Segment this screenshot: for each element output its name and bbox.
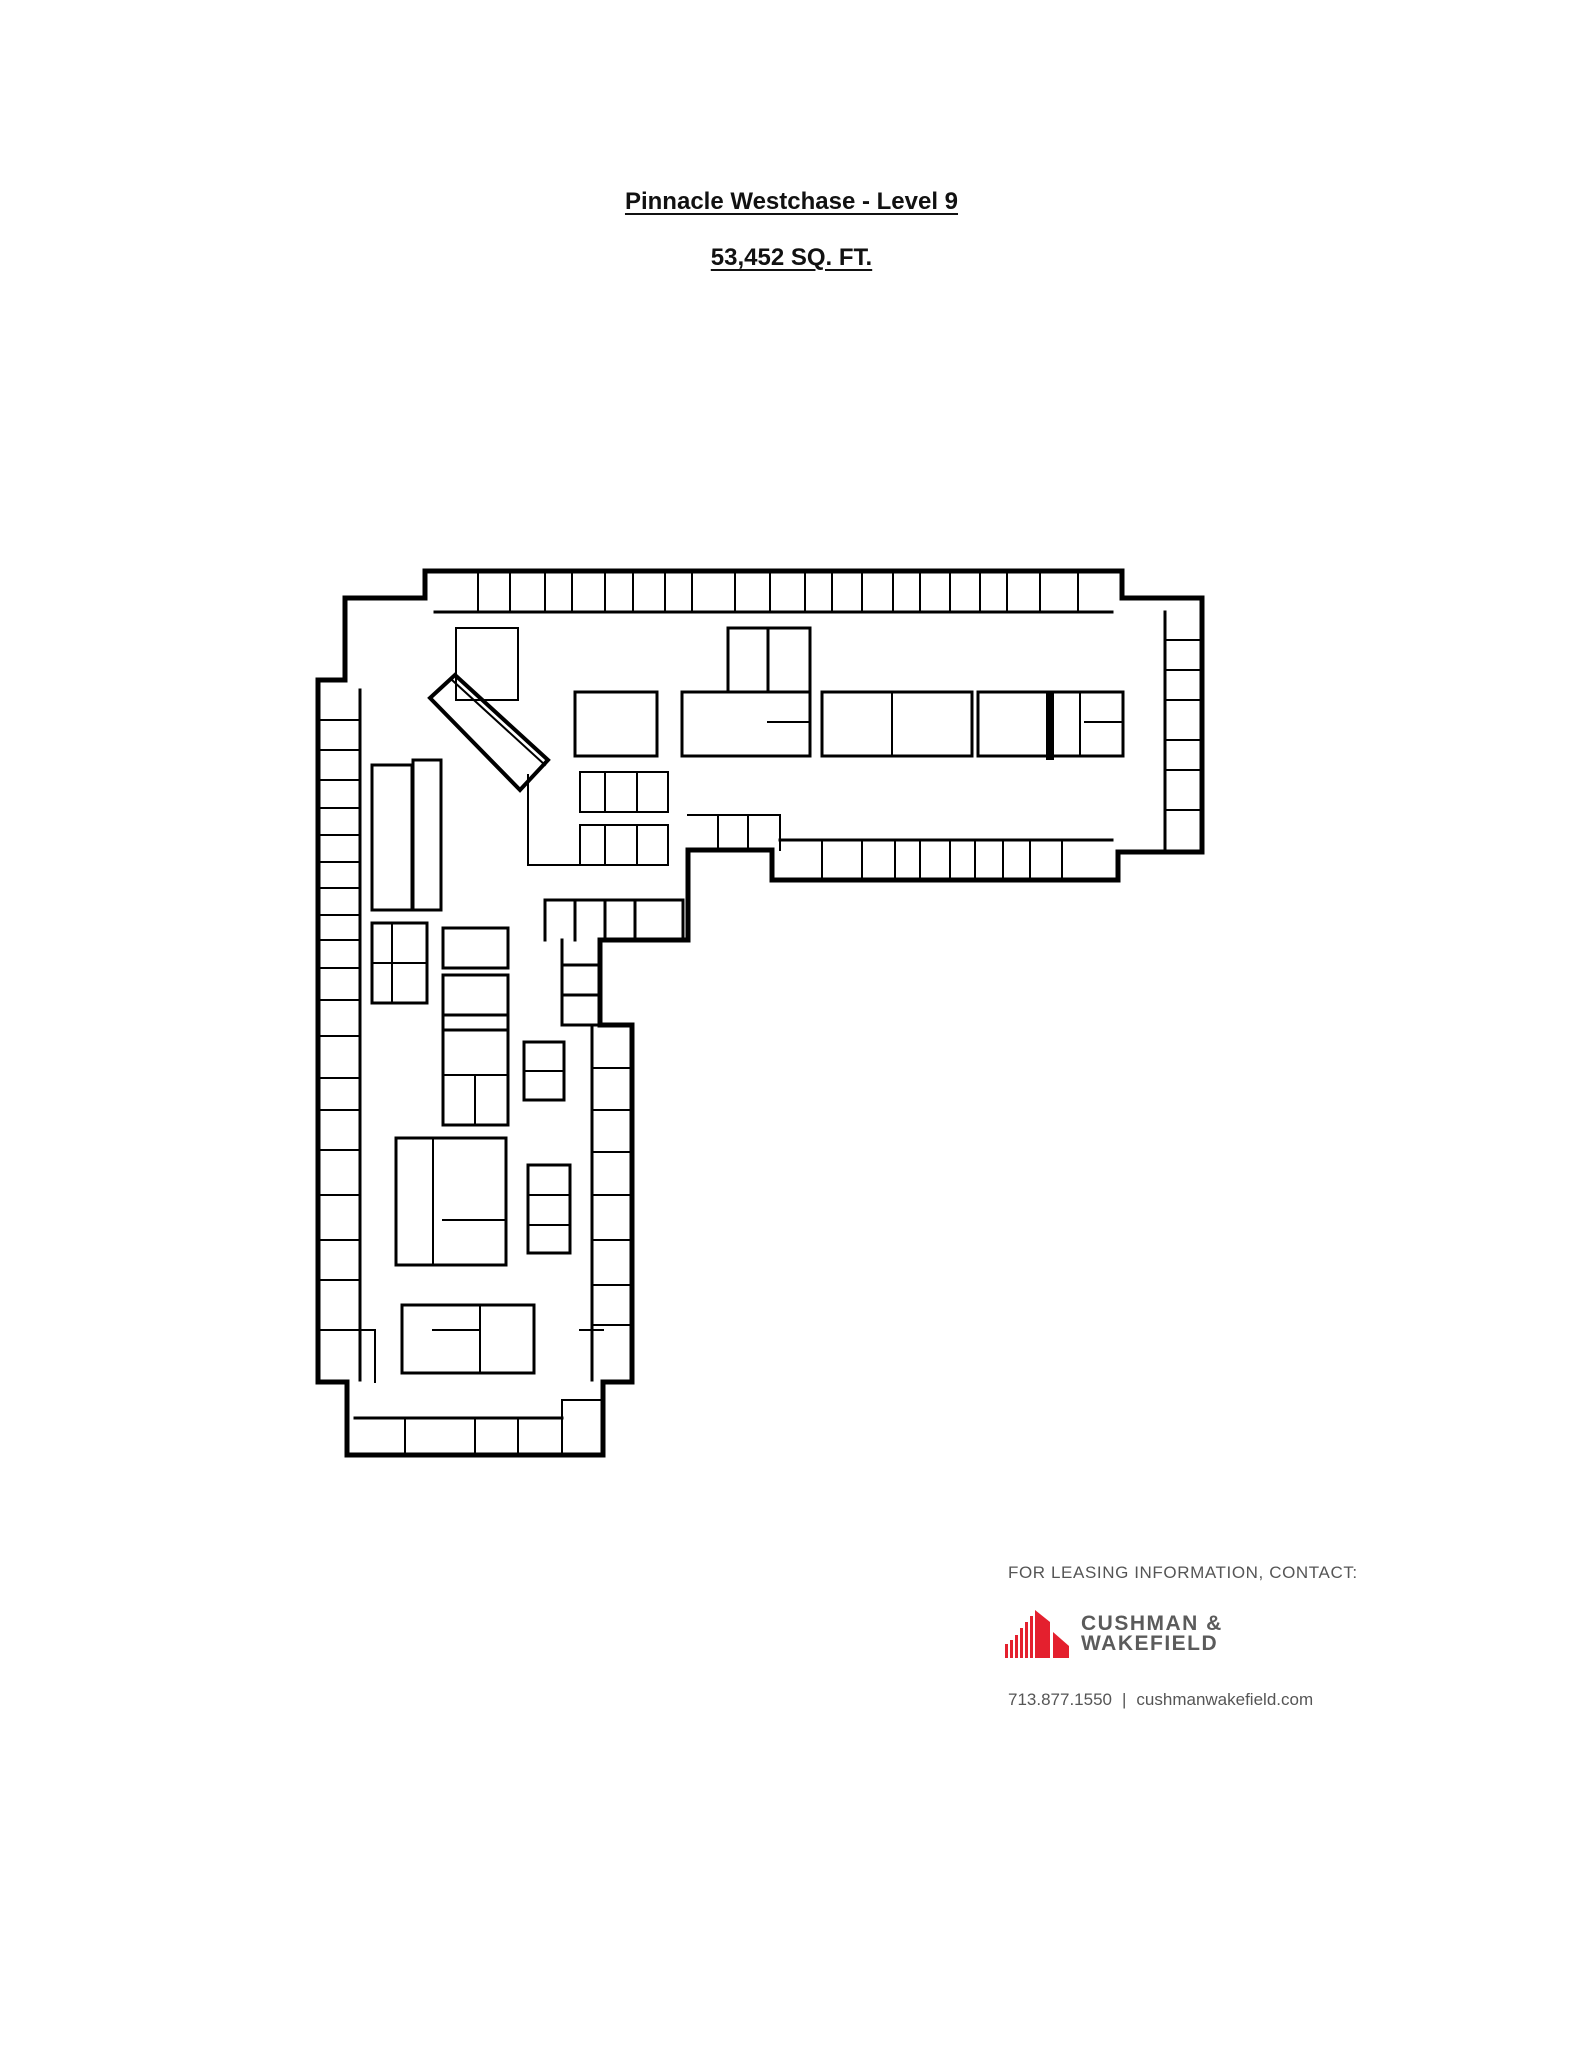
cushman-wakefield-logo: CUSHMAN & WAKEFIELD (1005, 1610, 1223, 1658)
page-title: Pinnacle Westchase - Level 9 (624, 188, 959, 215)
building-logo-icon (1005, 1610, 1069, 1658)
square-footage: 53,452 SQ. FT. (710, 244, 873, 271)
brand-line-1: CUSHMAN & (1081, 1612, 1223, 1635)
leasing-contact-heading: FOR LEASING INFORMATION, CONTACT: (1008, 1563, 1358, 1582)
building-outline (315, 568, 1205, 1458)
brand-line-2: WAKEFIELD (1081, 1632, 1219, 1655)
contact-line: 713.877.1550 | cushmanwakefield.com (1008, 1690, 1313, 1710)
separator: | (1122, 1690, 1127, 1709)
website-link[interactable]: cushmanwakefield.com (1136, 1690, 1314, 1709)
phone-number[interactable]: 713.877.1550 (1008, 1690, 1112, 1709)
